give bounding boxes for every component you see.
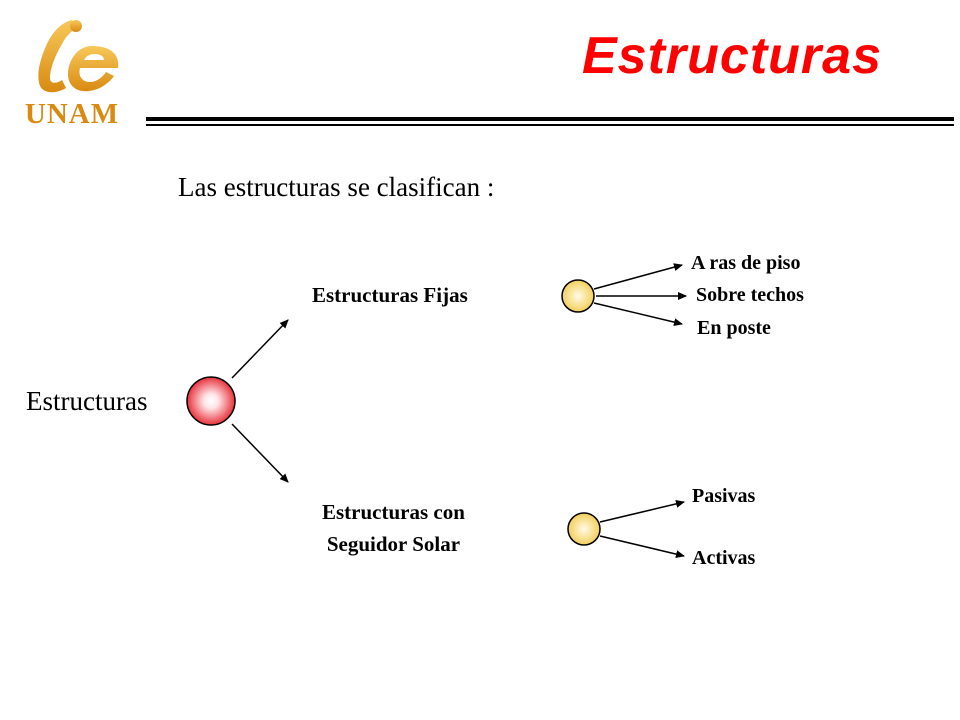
arrow-fijas-to-poste <box>593 302 683 327</box>
header-divider <box>146 117 954 126</box>
leaf-label-activas: Activas <box>692 547 756 569</box>
arrow-root-to-seguidor <box>231 423 289 483</box>
arrow-seguidor-to-activas <box>599 535 685 559</box>
root-node <box>186 376 236 426</box>
arrow-seguidor-to-pasivas <box>599 499 685 523</box>
leaf-label-poste: En poste <box>697 317 771 339</box>
leaf-label-piso: A ras de piso <box>691 252 801 274</box>
leaf-label-techos: Sobre techos <box>696 284 804 306</box>
branch-label-seguidor-line1: Estructuras con <box>322 500 465 524</box>
branch-label-fijas: Estructuras Fijas <box>312 283 468 307</box>
subtitle: Las estructuras se clasifican : <box>178 172 495 202</box>
branch-label-seguidor-line2: Seguidor Solar <box>326 532 461 556</box>
seguidor-node <box>567 512 601 546</box>
branch-label-seguidor: Estructuras con Seguidor Solar <box>322 496 465 560</box>
divider-thin <box>146 124 954 126</box>
arrow-fijas-to-piso <box>593 263 683 290</box>
root-label: Estructuras <box>26 386 148 416</box>
leaf-label-pasivas: Pasivas <box>692 485 756 507</box>
logo-text: UNAM <box>24 98 120 130</box>
divider-thick <box>146 117 954 121</box>
fijas-node <box>561 279 595 313</box>
arrow-root-to-fijas <box>231 319 289 379</box>
ie-logo-icon <box>38 20 119 93</box>
page-title: Estructuras <box>582 27 882 85</box>
